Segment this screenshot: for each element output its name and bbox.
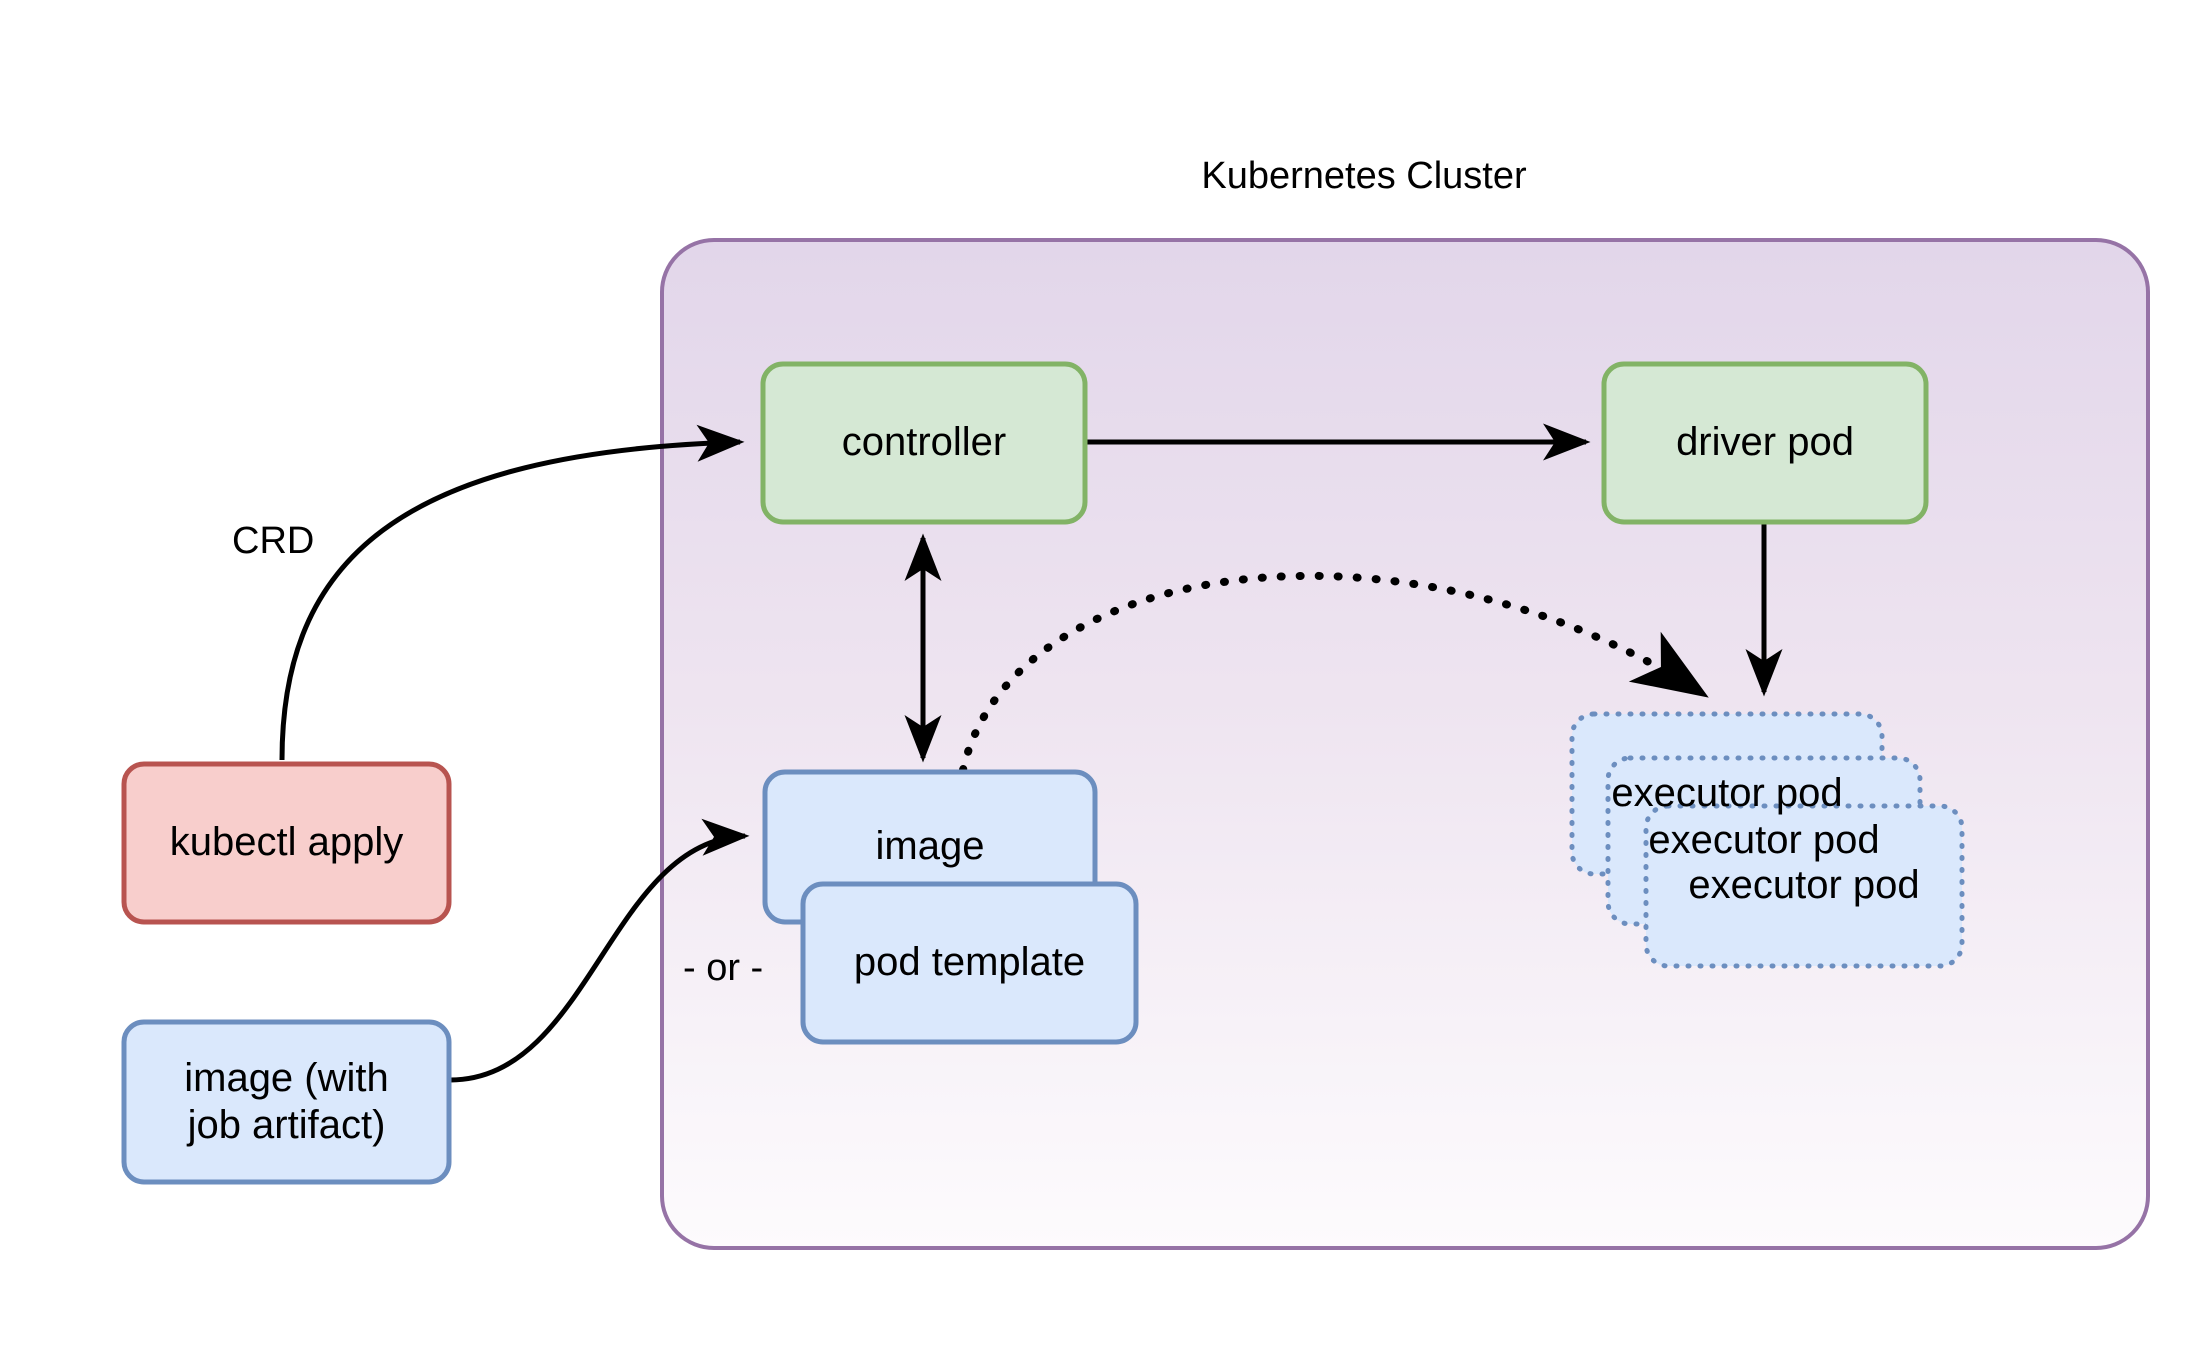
node-kubectl-apply[interactable] — [121, 761, 452, 925]
edge-kubectl-to-controller — [279, 424, 745, 761]
node-pod-template[interactable] — [800, 881, 1139, 1045]
cluster-title: Kubernetes Cluster — [1201, 155, 1527, 197]
edge-image-to-executors — [959, 571, 1709, 774]
node-controller[interactable] — [760, 361, 1088, 525]
executor-pod-front[interactable] — [1643, 803, 1965, 969]
node-driver-pod[interactable] — [1601, 361, 1929, 525]
edge-label-crd: CRD — [232, 520, 315, 562]
edge-image-artifact-to-image — [449, 818, 750, 1083]
edge-label-or: - or - — [683, 947, 764, 989]
node-image-with-job-artifact[interactable] — [121, 1019, 452, 1185]
